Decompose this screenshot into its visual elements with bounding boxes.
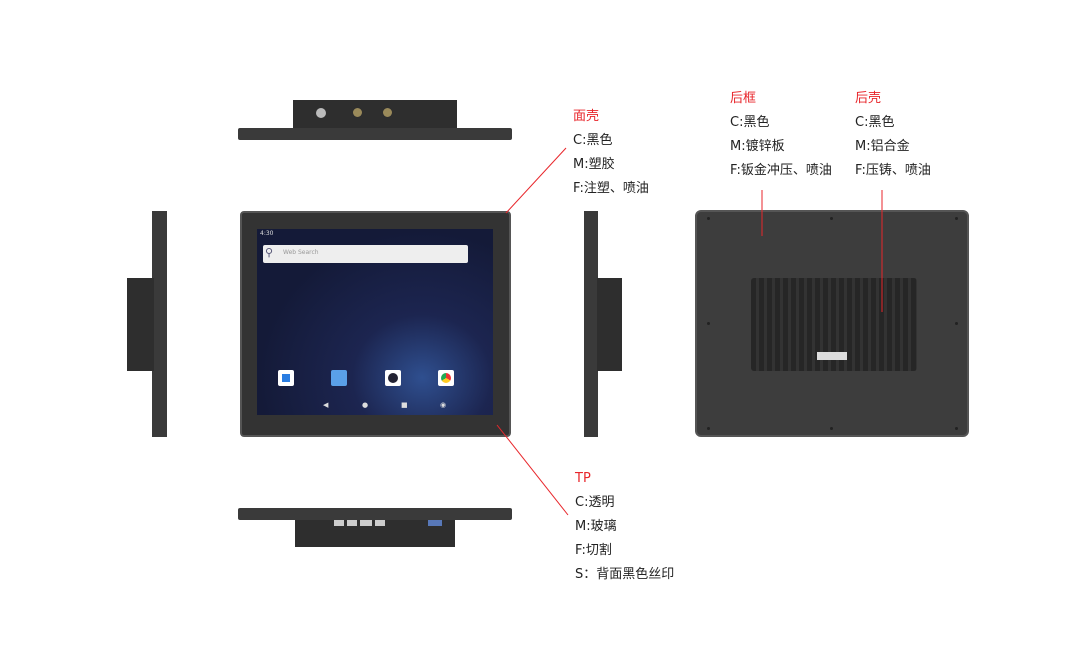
front-panel-spec: 面壳 C:黑色 M:塑胶 F:注塑、喷油 [573,105,649,201]
device-back-view [695,210,969,437]
rear-frame-spec: 后框 C:黑色 M:镀锌板 F:钣金冲压、喷油 [730,87,832,183]
spec-silkscreen: S：背面黑色丝印 [575,567,675,582]
spec-color: C:透明 [575,495,615,510]
rear-shell-spec: 后壳 C:黑色 M:铝合金 F:压铸、喷油 [855,87,931,183]
spec-material: M:镀锌板 [730,139,785,154]
touch-panel-spec: TP C:透明 M:玻璃 F:切割 S：背面黑色丝印 [575,467,674,587]
back-icon[interactable]: ◀ [323,401,329,409]
search-icon: ⚲ [265,246,274,259]
spec-finish: F:切割 [575,543,612,558]
device-left-side-view [127,211,167,437]
device-right-side-view [584,211,624,437]
spec-title: TP [575,471,591,486]
spec-color: C:黑色 [573,133,613,148]
gallery-icon[interactable] [331,370,347,386]
spec-finish: F:压铸、喷油 [855,163,931,178]
spec-color: C:黑色 [855,115,895,130]
screenshot-icon[interactable]: ◉ [440,401,447,409]
search-placeholder: Web Search [283,249,319,256]
spec-material: M:塑胶 [573,157,615,172]
spec-material: M:玻璃 [575,519,617,534]
android-screen: 4:30 ⚲ Web Search ◀ ● ■ ◉ [257,229,493,415]
contacts-icon[interactable] [278,370,294,386]
spec-material: M:铝合金 [855,139,910,154]
web-search-bar[interactable]: ⚲ Web Search [263,245,468,263]
spec-title: 面壳 [573,109,600,124]
recents-icon[interactable]: ■ [401,401,408,409]
camera-app-icon[interactable] [385,370,401,386]
spec-finish: F:注塑、喷油 [573,181,649,196]
home-icon[interactable]: ● [362,401,369,409]
chrome-icon[interactable] [438,370,454,386]
spec-color: C:黑色 [730,115,770,130]
spec-finish: F:钣金冲压、喷油 [730,163,832,178]
spec-title: 后壳 [855,91,882,106]
rear-heatsink [751,278,917,371]
spec-title: 后框 [730,91,757,106]
status-time: 4:30 [260,230,274,237]
device-top-view [238,100,512,140]
